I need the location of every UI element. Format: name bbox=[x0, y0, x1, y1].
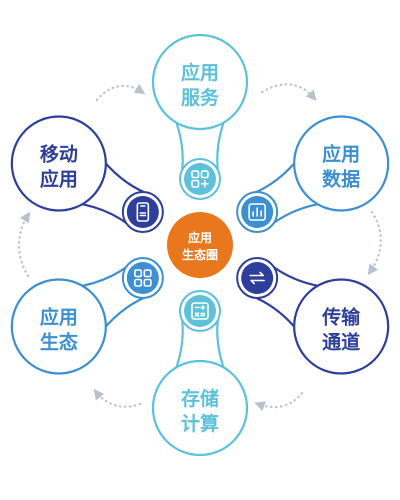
bar-chart-icon bbox=[248, 203, 266, 221]
grid-plus-icon bbox=[191, 170, 209, 188]
petal-label-line2: 数据 bbox=[322, 168, 360, 191]
icon-disc bbox=[241, 262, 274, 294]
icon-disc bbox=[184, 163, 216, 195]
petal-label-line1: 存储 bbox=[181, 387, 219, 410]
petal-label-line1: 应用 bbox=[181, 61, 219, 84]
petal-label-line1: 应用 bbox=[322, 143, 360, 166]
center-circle bbox=[167, 212, 233, 278]
petal-label-line2: 通道 bbox=[322, 331, 360, 354]
center-hub: 应用 生态圈 bbox=[167, 212, 233, 278]
app-grid-icon bbox=[134, 269, 152, 287]
swap-arrows-icon bbox=[249, 271, 265, 285]
phone-icon bbox=[136, 202, 150, 222]
petal-label-line2: 应用 bbox=[40, 168, 78, 191]
icon-disc bbox=[184, 295, 216, 327]
arrow-transport-to-storage bbox=[254, 391, 304, 412]
petal-label-line1: 传输 bbox=[321, 306, 361, 329]
petal-outline bbox=[10, 115, 107, 212]
petal-outline bbox=[293, 115, 390, 212]
arrow-mobile-to-service bbox=[95, 83, 146, 102]
center-label-line2: 生态圈 bbox=[182, 247, 218, 262]
center-label-line1: 应用 bbox=[188, 230, 212, 245]
petal-label-line2: 计算 bbox=[181, 412, 219, 435]
petal-label-line2: 生态 bbox=[40, 331, 78, 354]
petal-label-line1: 移动 bbox=[40, 143, 78, 166]
arrow-storage-to-ecology bbox=[93, 388, 142, 408]
petal-outline bbox=[151, 33, 249, 131]
arrow-service-to-data bbox=[260, 83, 317, 101]
petal-outline bbox=[10, 278, 107, 375]
petal-outline bbox=[293, 278, 390, 375]
petal-outline bbox=[151, 359, 249, 457]
icon-disc bbox=[126, 262, 159, 294]
calculator-icon bbox=[191, 302, 209, 320]
arrow-data-to-transport bbox=[367, 210, 382, 276]
connector-arrows bbox=[18, 83, 382, 412]
arrow-ecology-to-mobile bbox=[18, 211, 31, 278]
icon-disc bbox=[126, 196, 159, 228]
petal-label-line1: 应用 bbox=[40, 306, 78, 329]
petal-label-line2: 服务 bbox=[181, 86, 220, 109]
